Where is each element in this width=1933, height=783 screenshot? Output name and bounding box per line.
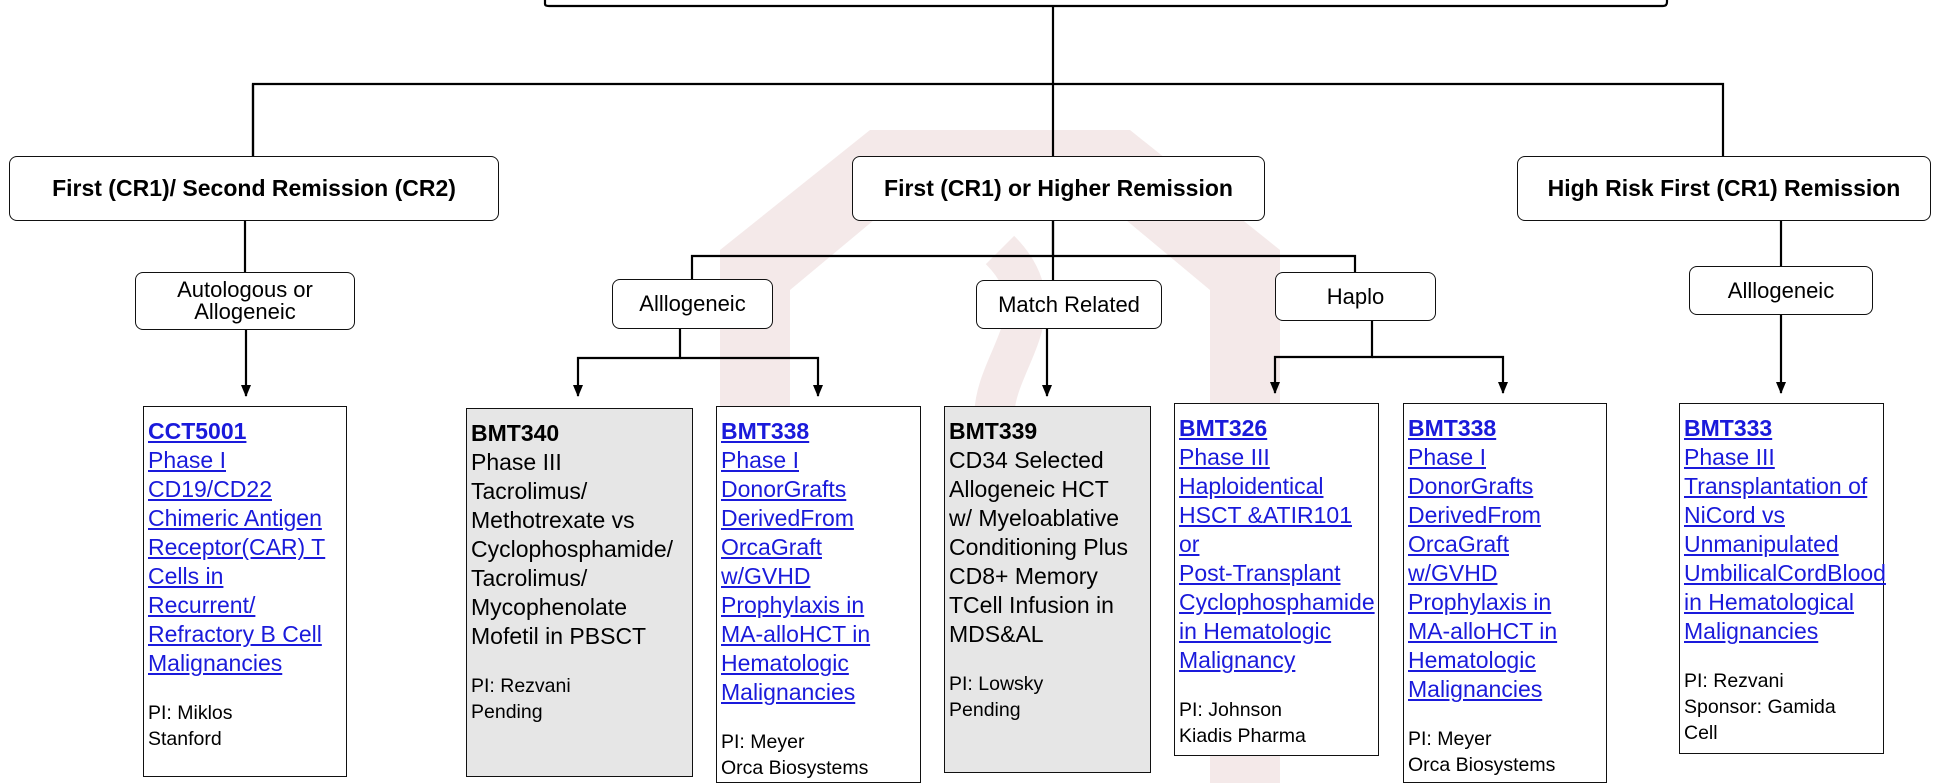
- trial-pi: PI: Lowsky Pending: [949, 673, 1044, 721]
- trial-card-bmt338-haplo[interactable]: BMT338 Phase I DonorGrafts DerivedFrom O…: [1403, 403, 1607, 783]
- trial-card-bmt340: BMT340 Phase III Tacrolimus/ Methotrexat…: [466, 408, 693, 777]
- trial-title-link[interactable]: Phase I CD19/CD22 Chimeric Antigen Recep…: [148, 447, 326, 676]
- subcategory-allogeneic-center: Alllogeneic: [612, 279, 773, 329]
- header-first-or-higher-remission: First (CR1) or Higher Remission: [852, 156, 1265, 221]
- trial-card-bmt326[interactable]: BMT326 Phase III Haploidentical HSCT &AT…: [1174, 403, 1379, 756]
- trial-card-cct5001[interactable]: CCT5001 Phase I CD19/CD22 Chimeric Antig…: [143, 406, 347, 777]
- trial-pi: PI: Meyer Orca Biosystems: [721, 731, 869, 779]
- subcategory-haplo: Haplo: [1275, 272, 1436, 321]
- subcategory-label: Autologous or Allogeneic: [177, 277, 313, 324]
- subcategory-match-related: Match Related: [976, 280, 1162, 329]
- trial-code-link[interactable]: BMT338: [721, 418, 810, 444]
- trial-card-bmt339: BMT339 CD34 Selected Allogeneic HCT w/ M…: [944, 406, 1151, 773]
- header-first-second-remission: First (CR1)/ Second Remission (CR2): [9, 156, 499, 221]
- trial-pi: PI: Meyer Orca Biosystems: [1408, 728, 1556, 776]
- trial-pi: PI: Miklos Stanford: [148, 702, 233, 750]
- header-label: High Risk First (CR1) Remission: [1547, 175, 1901, 201]
- trial-title-link[interactable]: Phase III Transplantation of NiCord vs U…: [1684, 444, 1886, 644]
- trial-pi: PI: Rezvani Pending: [471, 675, 571, 723]
- trial-title-link[interactable]: Phase I DonorGrafts DerivedFrom OrcaGraf…: [721, 447, 871, 705]
- trial-code-link[interactable]: CCT5001: [148, 418, 247, 444]
- trial-pi: PI: Rezvani Sponsor: Gamida Cell: [1684, 670, 1836, 744]
- subcategory-label: Match Related: [998, 291, 1140, 317]
- subcategory-label: Alllogeneic: [639, 291, 746, 316]
- trial-card-bmt338-allogeneic[interactable]: BMT338 Phase I DonorGrafts DerivedFrom O…: [716, 406, 921, 783]
- trial-code-link[interactable]: BMT333: [1684, 415, 1773, 441]
- trial-title: Phase III Tacrolimus/ Methotrexate vs Cy…: [471, 449, 674, 649]
- trial-card-bmt333[interactable]: BMT333 Phase III Transplantation of NiCo…: [1679, 403, 1886, 754]
- trial-title-link[interactable]: Phase III Haploidentical HSCT &ATIR101 o…: [1179, 444, 1375, 673]
- header-high-risk-first-remission: High Risk First (CR1) Remission: [1517, 156, 1931, 221]
- trial-pi: PI: Johnson Kiadis Pharma: [1179, 699, 1306, 747]
- subcategory-allogeneic-right: Alllogeneic: [1689, 266, 1873, 315]
- trial-title-link[interactable]: Phase I DonorGrafts DerivedFrom OrcaGraf…: [1408, 444, 1558, 702]
- trial-code: BMT339: [949, 418, 1038, 444]
- subcategory-label: Haplo: [1326, 283, 1385, 309]
- trial-code: BMT340: [471, 420, 560, 446]
- subcategory-label: Alllogeneic: [1727, 277, 1835, 303]
- subcategory-autologous-or-allogeneic: Autologous or Allogeneic: [135, 272, 355, 330]
- header-label: First (CR1) or Higher Remission: [884, 175, 1233, 201]
- trial-title: CD34 Selected Allogeneic HCT w/ Myeloabl…: [949, 447, 1129, 647]
- trial-code-link[interactable]: BMT338: [1408, 415, 1497, 441]
- trial-code-link[interactable]: BMT326: [1179, 415, 1268, 441]
- header-label: First (CR1)/ Second Remission (CR2): [52, 175, 456, 201]
